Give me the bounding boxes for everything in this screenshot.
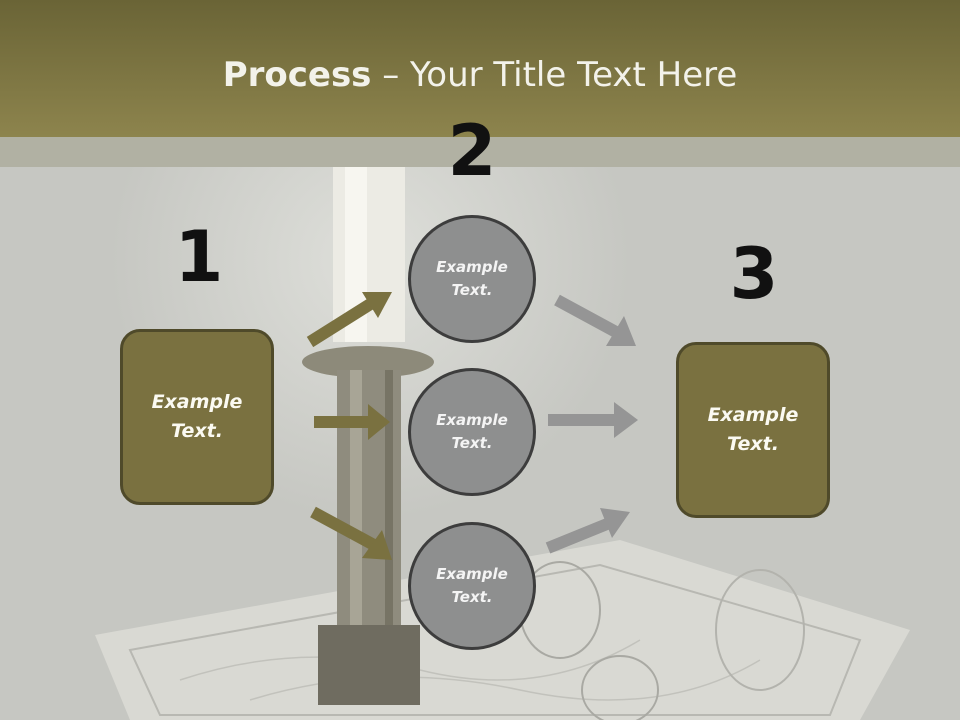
circle-bottom-text: Example Text. — [436, 565, 508, 606]
step-2-circle-middle[interactable]: Example Text. — [408, 368, 536, 496]
step-2-circle-bottom[interactable]: Example Text. — [408, 522, 536, 650]
arrow-up-right-icon — [306, 292, 392, 348]
olive-arrows — [306, 292, 392, 560]
circle-top-text: Example Text. — [436, 258, 508, 299]
slide-title-rest: – Your Title Text Here — [371, 55, 738, 95]
title-banner-band — [0, 137, 960, 167]
step-number-2: 2 — [447, 110, 497, 192]
step-number-3: 3 — [729, 233, 779, 315]
slide-title-bold: Process — [222, 55, 372, 95]
arrow-up-right-icon — [545, 508, 630, 554]
step-1-box[interactable]: Example Text. — [120, 329, 274, 505]
step-1-text: Example Text. — [151, 391, 243, 442]
arrow-right-icon — [548, 402, 638, 438]
circle-middle-text: Example Text. — [436, 411, 508, 452]
arrow-down-right-icon — [310, 506, 392, 560]
arrow-down-right-icon — [554, 294, 636, 346]
slide-title[interactable]: Process – Your Title Text Here — [0, 52, 960, 98]
gray-arrows — [545, 294, 638, 554]
step-2-circle-top[interactable]: Example Text. — [408, 215, 536, 343]
title-banner — [0, 0, 960, 137]
arrow-right-icon — [314, 404, 390, 440]
step-number-1: 1 — [174, 216, 224, 298]
step-3-text: Example Text. — [707, 404, 799, 455]
step-3-box[interactable]: Example Text. — [676, 342, 830, 518]
